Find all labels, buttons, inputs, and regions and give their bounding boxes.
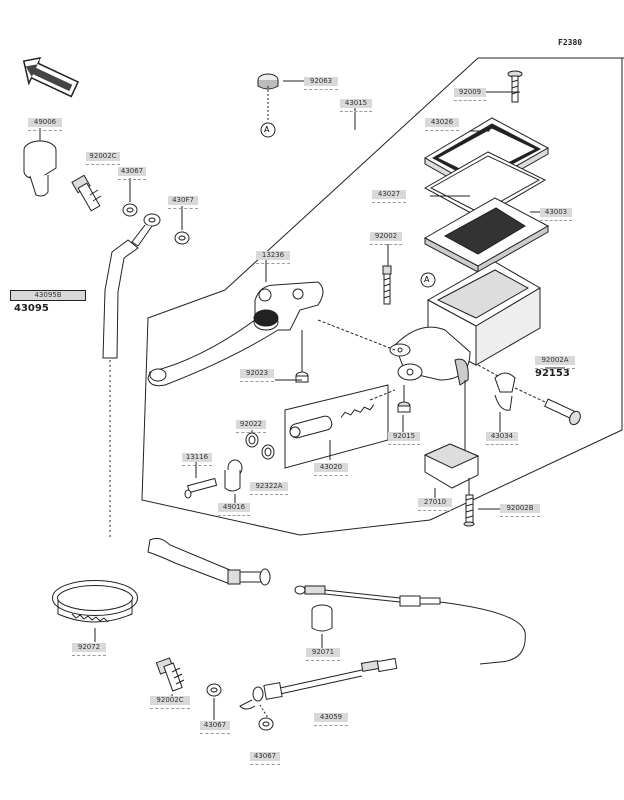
label-92153: 92153 bbox=[535, 368, 570, 379]
label-92002B: 92002B bbox=[500, 504, 540, 517]
assembly-outline-left bbox=[141, 289, 431, 536]
grommet-92071 bbox=[311, 604, 333, 632]
label-13236: 13236 bbox=[256, 251, 290, 264]
label-92009: 92009 bbox=[454, 88, 486, 101]
piston-43020 bbox=[289, 404, 375, 439]
label-92002C-top: 92002C bbox=[86, 152, 120, 165]
label-92071: 92071 bbox=[306, 648, 340, 661]
label-49006: 49006 bbox=[28, 118, 62, 131]
switch-27010 bbox=[423, 443, 480, 489]
diaphragm-43003 bbox=[423, 197, 550, 273]
label-13116: 13116 bbox=[182, 453, 212, 466]
label-43067-bot: 43067 bbox=[200, 721, 230, 734]
label-92002C-bot: 92002C bbox=[150, 696, 190, 709]
figure-code: F2380 bbox=[558, 38, 583, 47]
label-92022: 92022 bbox=[236, 420, 266, 433]
callout-a-body bbox=[420, 272, 436, 288]
bolt-92002 bbox=[382, 265, 392, 305]
label-430F7: 430F7 bbox=[168, 196, 198, 209]
label-92063: 92063 bbox=[304, 77, 338, 90]
label-92023: 92023 bbox=[240, 369, 274, 382]
label-92015: 92015 bbox=[388, 432, 420, 445]
bolt-92153 bbox=[544, 398, 581, 426]
label-27010: 27010 bbox=[418, 498, 452, 511]
label-43067-bot2: 43067 bbox=[250, 752, 280, 765]
boot-49006 bbox=[23, 140, 57, 197]
nut-92015 bbox=[397, 401, 411, 413]
label-43015: 43015 bbox=[340, 99, 372, 112]
label-43020: 43020 bbox=[314, 463, 348, 476]
banjo-bolt-92002C-top bbox=[71, 174, 102, 212]
label-43067-top: 43067 bbox=[118, 167, 146, 180]
hose-43095 bbox=[102, 213, 161, 359]
clutch-lever bbox=[147, 281, 324, 387]
label-92322A: 92322A bbox=[250, 482, 288, 495]
screw-92009 bbox=[507, 70, 523, 103]
banjo-bolt-92002C-bot bbox=[155, 657, 185, 692]
label-49016: 49016 bbox=[218, 503, 250, 516]
label-43003: 43003 bbox=[540, 208, 572, 221]
label-43095B: 43095B bbox=[10, 290, 86, 301]
clamp-band-92072 bbox=[52, 580, 138, 623]
pipe-lower bbox=[239, 657, 398, 710]
label-43059: 43059 bbox=[314, 713, 348, 726]
label-92072: 92072 bbox=[72, 643, 106, 656]
pipe-upper bbox=[294, 585, 526, 665]
callout-a-body-label: A bbox=[424, 275, 430, 284]
plate-43027 bbox=[423, 151, 547, 219]
label-43026: 43026 bbox=[425, 118, 459, 131]
label-92002: 92002 bbox=[370, 232, 402, 245]
assembly-outline bbox=[224, 57, 624, 291]
callout-a-top-label: A bbox=[264, 125, 270, 134]
label-43095: 43095 bbox=[14, 303, 49, 314]
sleeve-49016 bbox=[224, 459, 243, 492]
callout-a-top bbox=[260, 122, 276, 138]
pushrod-13116 bbox=[184, 477, 218, 499]
label-43034: 43034 bbox=[486, 432, 518, 445]
front-arrow-icon bbox=[22, 56, 80, 98]
hose-lower bbox=[147, 537, 271, 586]
master-cylinder-body bbox=[389, 261, 541, 386]
screw-92002B bbox=[463, 494, 475, 527]
label-92002A: 92002A bbox=[535, 356, 575, 369]
label-43027: 43027 bbox=[372, 190, 406, 203]
clamp-43034 bbox=[494, 372, 516, 411]
